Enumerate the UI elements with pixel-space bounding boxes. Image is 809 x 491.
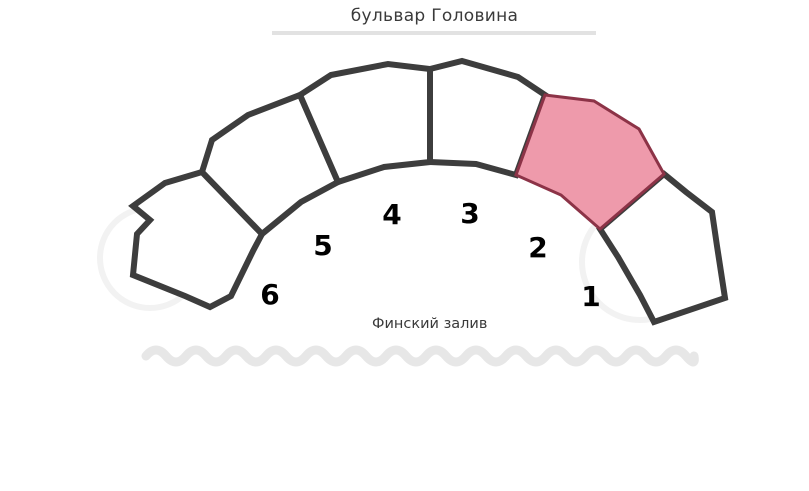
section-6[interactable] xyxy=(128,168,266,311)
water-waves xyxy=(141,345,699,367)
section-number-1: 1 xyxy=(581,280,600,313)
section-number-4: 4 xyxy=(382,198,401,231)
water-body-label: Финский залив xyxy=(372,316,488,332)
section-1[interactable] xyxy=(596,170,729,326)
section-number-2: 2 xyxy=(528,231,547,264)
section-number-5: 5 xyxy=(313,229,332,262)
section-number-6: 6 xyxy=(260,278,279,311)
street-name-label: бульвар Головина xyxy=(350,6,519,26)
section-2-highlighted[interactable] xyxy=(514,93,666,231)
section-number-3: 3 xyxy=(460,197,479,230)
